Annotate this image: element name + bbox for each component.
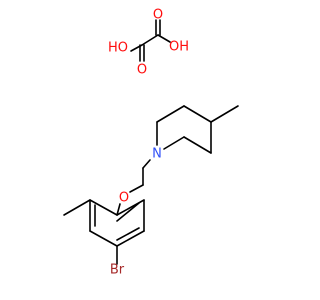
- atom-oh-right: OH: [169, 40, 189, 55]
- atom-o-ether: O: [119, 191, 129, 206]
- bond-c1-c2: [89, 199, 118, 216]
- oxalic-acid: [130, 19, 171, 62]
- atom-ho-left: HO: [108, 41, 128, 56]
- atom-labels: HO OH O O N O Br: [108, 8, 189, 278]
- bond-c2-c3: [183, 136, 212, 154]
- bond-c4-c5: [183, 105, 212, 123]
- bond-c4-c5: [116, 230, 145, 247]
- structure-diagram: HO OH O O N O Br: [63, 8, 239, 278]
- ethylene-linker: [129, 159, 151, 193]
- piperidine-ring: [156, 105, 239, 154]
- bond-c3-c4: [89, 230, 118, 247]
- bond-c4-methyl: [210, 105, 239, 123]
- atom-o-carbonyl-bottom: O: [137, 63, 147, 78]
- bond-n-ch2: [142, 159, 151, 169]
- bond-c1-c2: [141, 34, 159, 46]
- bond-c2-methyl: [63, 199, 91, 216]
- bond-c6-c1-inner: [116, 202, 140, 222]
- bond-c5-c6: [156, 105, 185, 123]
- atom-n-piperidine: N: [152, 147, 162, 162]
- atom-o-carbonyl-top: O: [153, 8, 163, 23]
- bond-c2-oh: [157, 34, 171, 43]
- aryl-ring: [63, 199, 145, 265]
- molecule-canvas: HO OH O O N O Br: [63, 8, 239, 278]
- bond-ch2-o: [129, 184, 144, 193]
- bond-o-c1: [116, 203, 121, 216]
- bond-c4-c5-inner: [116, 227, 140, 241]
- atom-br: Br: [110, 263, 125, 278]
- bond-n-c2: [163, 136, 185, 150]
